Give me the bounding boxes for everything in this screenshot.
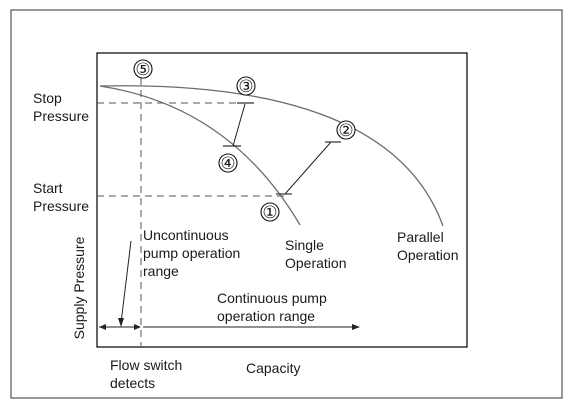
continuous-arrowhead — [352, 324, 360, 330]
small-range-head-left — [99, 324, 106, 330]
marker-2: ② — [336, 120, 356, 140]
marker-1: ① — [260, 202, 280, 222]
svg-text:②: ② — [338, 121, 353, 140]
svg-text:④: ④ — [220, 154, 235, 173]
svg-text:⑤: ⑤ — [135, 60, 150, 79]
outer-frame — [10, 9, 563, 399]
y-axis-label: Supply Pressure — [71, 236, 87, 339]
stop-pressure-label: Stop Pressure — [33, 90, 89, 124]
single-operation-label: Single Operation — [285, 237, 346, 271]
svg-text:①: ① — [262, 203, 277, 222]
flow-switch-pointer — [120, 240, 132, 324]
uncontinuous-range-label: Uncontinuous pump operation range — [143, 227, 244, 279]
marker-5: ⑤ — [133, 59, 153, 79]
connector-3-4 — [232, 103, 246, 147]
connector-1-2 — [284, 141, 332, 195]
parallel-operation-label: Parallel Operation — [397, 229, 458, 263]
continuous-range-label: Continuous pump operation range — [217, 290, 331, 324]
x-axis-label: Capacity — [246, 360, 300, 376]
parallel-operation-curve — [99, 85, 444, 227]
svg-text:③: ③ — [238, 77, 253, 96]
flow-switch-pointer-head — [118, 318, 124, 327]
start-pressure-label: Start Pressure — [33, 180, 89, 214]
marker-3: ③ — [236, 76, 256, 96]
flow-switch-label: Flow switch detects — [110, 357, 186, 391]
marker-4: ④ — [218, 153, 238, 173]
plot-box — [96, 52, 468, 348]
small-range-head-right — [134, 324, 141, 330]
